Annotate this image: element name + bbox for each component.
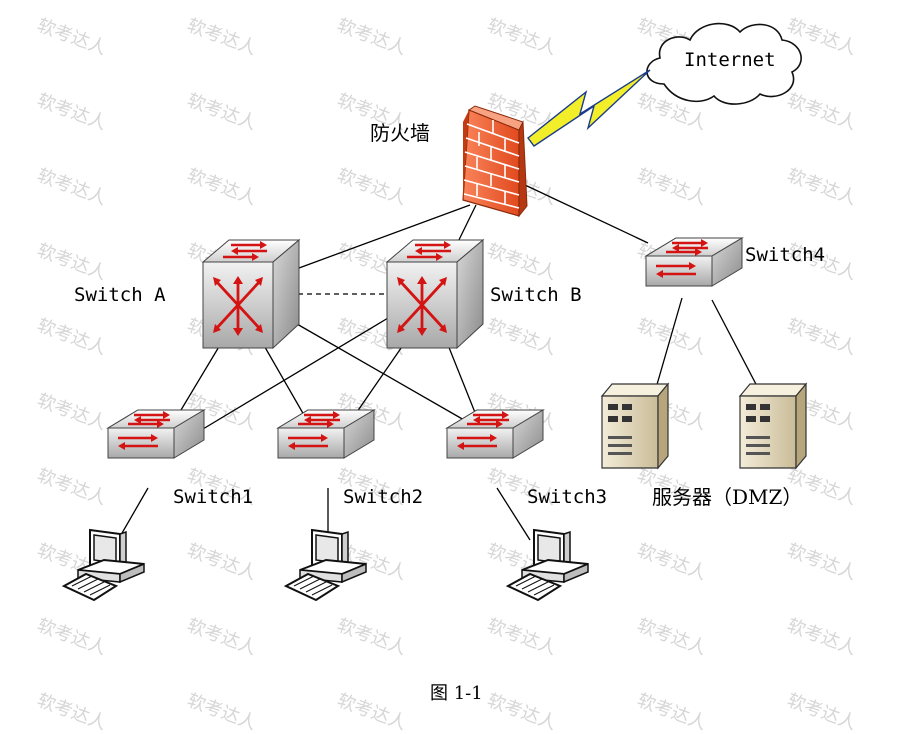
watermark-text: 软考达人: [784, 690, 859, 734]
watermark-text: 软考达人: [184, 90, 259, 134]
watermark-text: 软考达人: [34, 315, 109, 359]
watermark-text: 软考达人: [634, 690, 709, 734]
firewall-label: 防火墙: [370, 121, 430, 145]
watermark-text: 软考达人: [334, 690, 409, 734]
switch-a-icon: [201, 238, 301, 350]
watermark-text: 软考达人: [34, 240, 109, 284]
watermark-text: 软考达人: [784, 540, 859, 584]
servers-dmz-label: 服务器（DMZ）: [652, 485, 802, 509]
computer-2-icon: [285, 529, 367, 601]
watermark-text: 软考达人: [334, 15, 409, 59]
watermark-text: 软考达人: [34, 90, 109, 134]
server-2-icon: [739, 383, 807, 469]
watermark-text: 软考达人: [34, 390, 109, 434]
switch2-label: Switch2: [343, 486, 423, 508]
switch3-label: Switch3: [527, 486, 607, 508]
watermark-text: 软考达人: [634, 165, 709, 209]
watermark-text: 软考达人: [184, 165, 259, 209]
switch-b-label: Switch B: [490, 284, 582, 306]
watermark-text: 软考达人: [784, 165, 859, 209]
watermark-text: 软考达人: [784, 90, 859, 134]
watermark-text: 软考达人: [184, 15, 259, 59]
watermark-text: 软考达人: [784, 315, 859, 359]
watermark-layer: 软考达人软考达人软考达人软考达人软考达人软考达人软考达人软考达人软考达人软考达人…: [34, 15, 859, 734]
switch3-icon: [445, 408, 545, 460]
watermark-text: 软考达人: [34, 465, 109, 509]
figure-caption: 图 1-1: [430, 683, 483, 704]
watermark-text: 软考达人: [484, 315, 559, 359]
watermark-text: 软考达人: [634, 540, 709, 584]
server-1-icon: [601, 383, 669, 469]
watermark-text: 软考达人: [334, 615, 409, 659]
watermark-text: 软考达人: [484, 240, 559, 284]
switch4-label: Switch4: [745, 244, 825, 266]
watermark-text: 软考达人: [334, 165, 409, 209]
watermark-text: 软考达人: [34, 690, 109, 734]
firewall-icon: [462, 105, 528, 218]
watermark-text: 软考达人: [184, 690, 259, 734]
watermark-text: 软考达人: [34, 165, 109, 209]
watermark-text: 软考达人: [484, 15, 559, 59]
switch-a-label: Switch A: [74, 284, 166, 306]
watermark-text: 软考达人: [484, 615, 559, 659]
wan-lightning-icon: [527, 69, 651, 147]
internet-label: Internet: [684, 49, 776, 71]
watermark-text: 软考达人: [34, 615, 109, 659]
switch1-label: Switch1: [173, 486, 253, 508]
watermark-text: 软考达人: [784, 615, 859, 659]
watermark-text: 软考达人: [34, 15, 109, 59]
switch-b-icon: [385, 238, 485, 350]
watermark-text: 软考达人: [184, 540, 259, 584]
watermark-text: 软考达人: [634, 615, 709, 659]
watermark-text: 软考达人: [634, 315, 709, 359]
switch2-icon: [276, 408, 376, 460]
watermark-text: 软考达人: [184, 615, 259, 659]
watermark-text: 软考达人: [484, 690, 559, 734]
internet-cloud: Internet: [646, 22, 802, 105]
switch4-icon: [644, 236, 744, 288]
switch1-icon: [106, 408, 206, 460]
